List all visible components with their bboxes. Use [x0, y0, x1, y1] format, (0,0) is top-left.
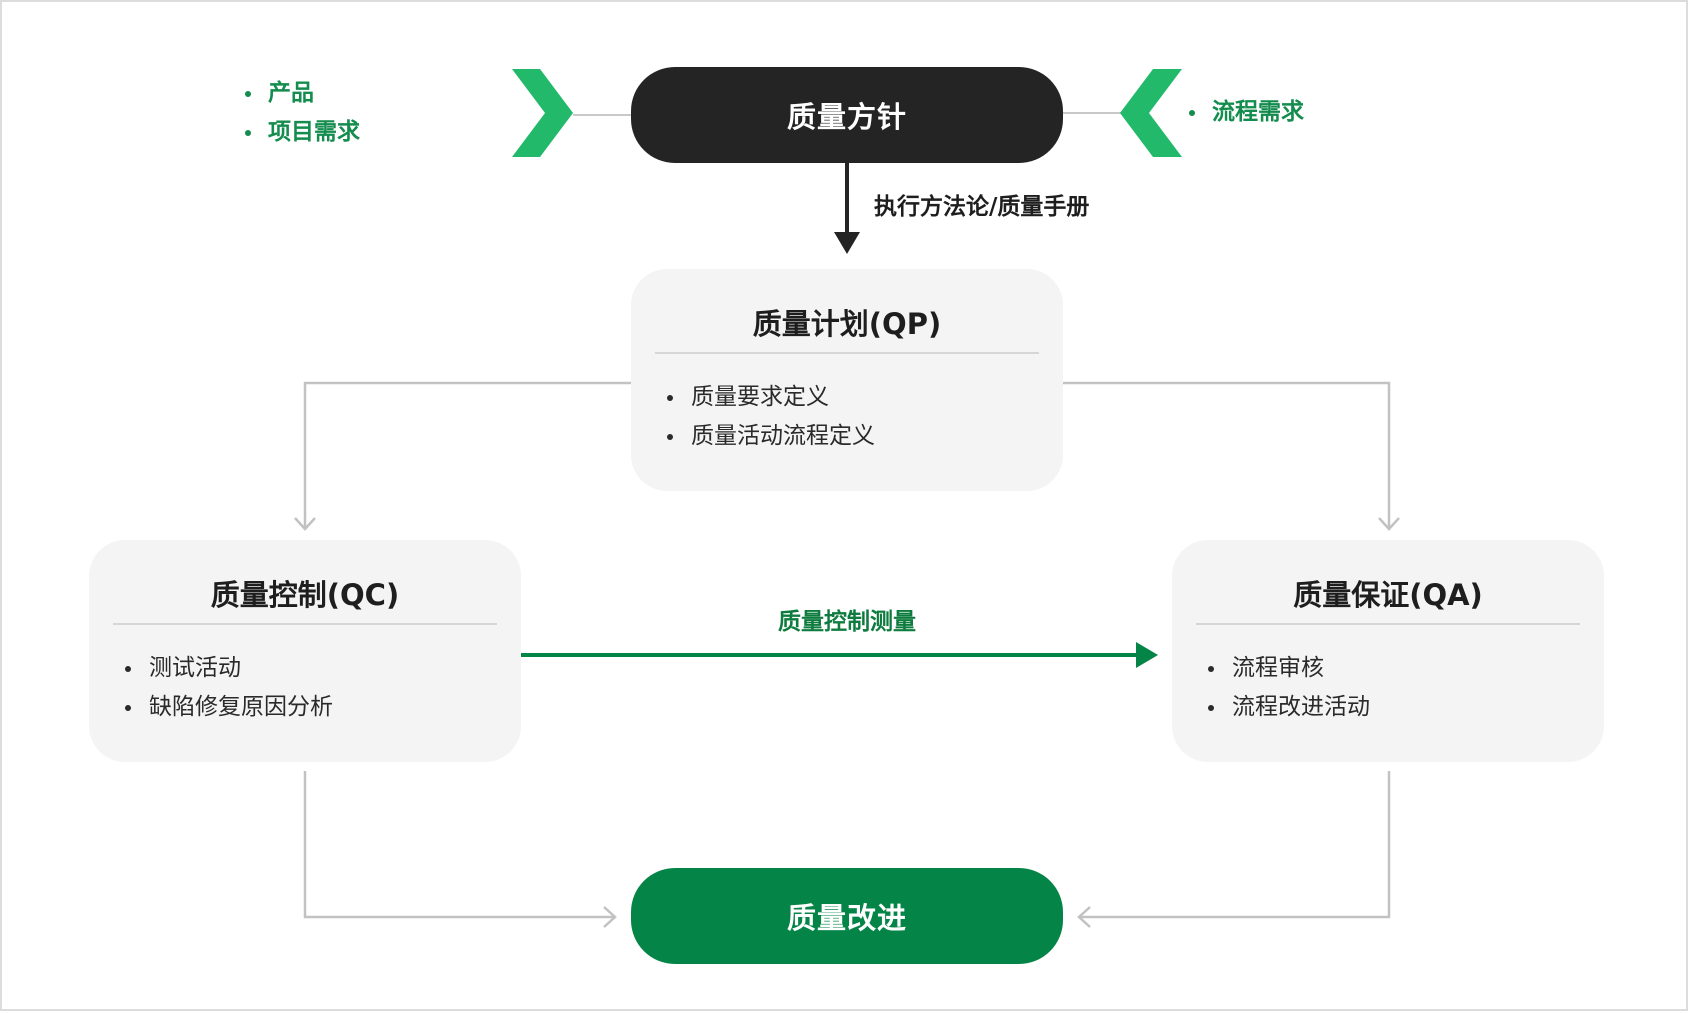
list-item-label: 质量要求定义: [691, 384, 829, 410]
right-chevron-icon: [1120, 69, 1182, 157]
control-measurement-edge-label: 质量控制测量: [778, 609, 916, 635]
left-input-item: 项目需求: [245, 113, 360, 152]
list-item: 测试活动: [125, 649, 333, 688]
bullet-icon: [667, 433, 673, 440]
plan-to-assurance-arrowhead: [1378, 517, 1400, 531]
left-chevron-icon: [512, 69, 573, 157]
list-item: 质量活动流程定义: [667, 417, 875, 456]
list-item-label: 缺陷修复原因分析: [149, 694, 333, 720]
list-item-label: 流程改进活动: [1232, 694, 1370, 720]
plan-to-control-connector: [303, 381, 631, 528]
right-inputs-list: 流程需求: [1189, 93, 1304, 132]
card-items: 流程审核 流程改进活动: [1208, 649, 1370, 727]
control-to-improvement-arrowhead: [603, 906, 617, 928]
assurance-to-improvement-arrowhead: [1077, 906, 1091, 928]
bullet-icon: [1189, 109, 1195, 116]
divider: [113, 623, 497, 625]
quality-policy-node: 质量方针: [631, 67, 1063, 163]
bullet-icon: [667, 394, 673, 401]
quality-control-card: 质量控制(QC) 测试活动 缺陷修复原因分析: [89, 540, 521, 762]
plan-to-control-arrowhead: [294, 517, 316, 531]
policy-to-plan-arrowhead: [834, 232, 860, 254]
plan-to-assurance-connector: [1063, 381, 1391, 528]
control-to-assurance-arrowhead: [1136, 642, 1158, 668]
card-items: 质量要求定义 质量活动流程定义: [667, 378, 875, 456]
bullet-icon: [1208, 665, 1214, 672]
divider: [1196, 623, 1580, 625]
bullet-icon: [125, 704, 131, 711]
bullet-icon: [125, 665, 131, 672]
control-to-improvement-connector: [303, 771, 614, 919]
left-inputs-list: 产品 项目需求: [245, 74, 360, 152]
quality-plan-card: 质量计划(QP) 质量要求定义 质量活动流程定义: [631, 269, 1063, 491]
list-item: 质量要求定义: [667, 378, 875, 417]
quality-improvement-node: 质量改进: [631, 868, 1063, 964]
bullet-icon: [1208, 704, 1214, 711]
left-input-item: 产品: [245, 74, 360, 113]
list-item: 流程审核: [1208, 649, 1370, 688]
bullet-icon: [245, 90, 251, 97]
bullet-icon: [245, 129, 251, 136]
quality-assurance-card: 质量保证(QA) 流程审核 流程改进活动: [1172, 540, 1604, 762]
card-items: 测试活动 缺陷修复原因分析: [125, 649, 333, 727]
card-title: 质量计划(QP): [752, 307, 942, 341]
list-item: 缺陷修复原因分析: [125, 688, 333, 727]
card-title: 质量保证(QA): [1293, 578, 1483, 612]
list-item-label: 质量活动流程定义: [691, 423, 875, 449]
card-title: 质量控制(QC): [210, 578, 400, 612]
list-item-label: 测试活动: [149, 655, 241, 681]
methodology-edge-label: 执行方法论/质量手册: [874, 194, 1090, 220]
list-item-label: 流程审核: [1232, 655, 1324, 681]
right-input-label: 流程需求: [1212, 99, 1304, 125]
list-item: 流程改进活动: [1208, 688, 1370, 727]
assurance-to-improvement-connector: [1080, 771, 1391, 919]
divider: [655, 352, 1039, 354]
left-input-label: 项目需求: [268, 119, 360, 145]
left-input-label: 产品: [268, 80, 314, 106]
right-input-item: 流程需求: [1189, 93, 1304, 132]
